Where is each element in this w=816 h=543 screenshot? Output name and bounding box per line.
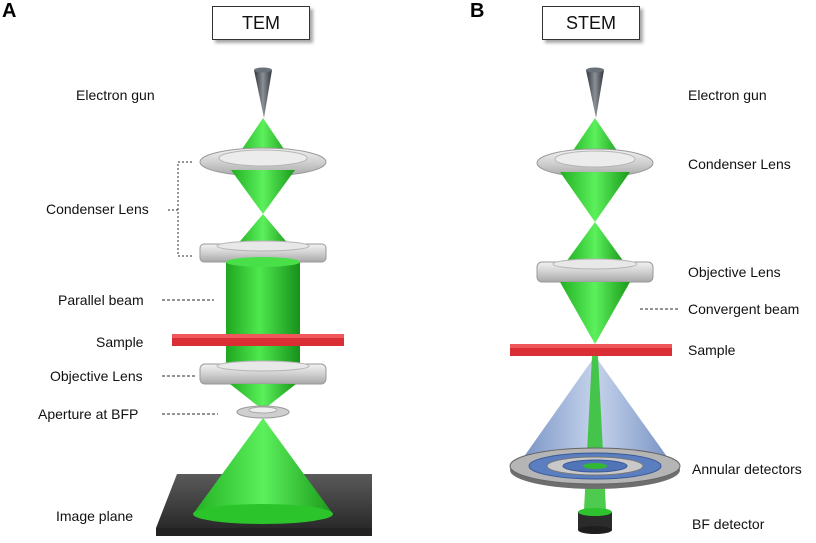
tem-projection-cone [193,418,333,514]
stem-label-annular-detectors: Annular detectors [692,461,802,477]
stem-objective-lens [536,258,654,283]
stem-beam-cone-3 [566,222,624,262]
tem-condenser-bracket [168,161,194,257]
tem-label-electron-gun: Electron gun [76,87,155,103]
stem-condenser-lens [536,148,654,178]
panel-b-letter: B [470,0,485,22]
tem-condenser-lens-1 [199,147,327,177]
tem-beam-to-aperture [230,384,296,410]
stem-label-objective-lens: Objective Lens [688,264,781,280]
stem-beam-upper-cone [568,118,622,158]
tem-label-objective-lens: Objective Lens [50,368,143,384]
panel-a-letter: A [2,0,17,22]
stem-label-convergent-beam: Convergent beam [688,301,800,317]
tem-label-sample: Sample [96,334,144,350]
tem-beam-cone-2 [231,170,295,214]
tem-label-aperture: Aperture at BFP [38,406,139,422]
stem-label-condenser-lens: Condenser Lens [688,156,791,172]
tem-title: TEM [212,6,310,40]
stem-label-sample: Sample [688,342,736,358]
tem-label-condenser-lens: Condenser Lens [46,201,149,217]
tem-beam-cone-3 [236,214,290,246]
tem-parallel-beam [226,262,300,372]
stem-label-electron-gun: Electron gun [688,87,767,103]
stem-beam-cone-2 [560,172,630,222]
stem-convergent-beam [560,282,630,344]
stem-electron-gun [586,70,604,118]
stem-bf-detector [578,508,612,534]
stem-title: STEM [542,6,640,40]
tem-aperture [236,405,290,419]
tem-objective-lens [199,360,327,385]
tem-condenser-lens-2 [199,240,327,263]
tem-electron-gun [254,70,272,118]
tem-label-parallel-beam: Parallel beam [58,292,144,308]
stem-label-bf-detector: BF detector [692,516,765,532]
tem-label-image-plane: Image plane [56,508,134,524]
stem-annular-detectors [509,447,681,489]
